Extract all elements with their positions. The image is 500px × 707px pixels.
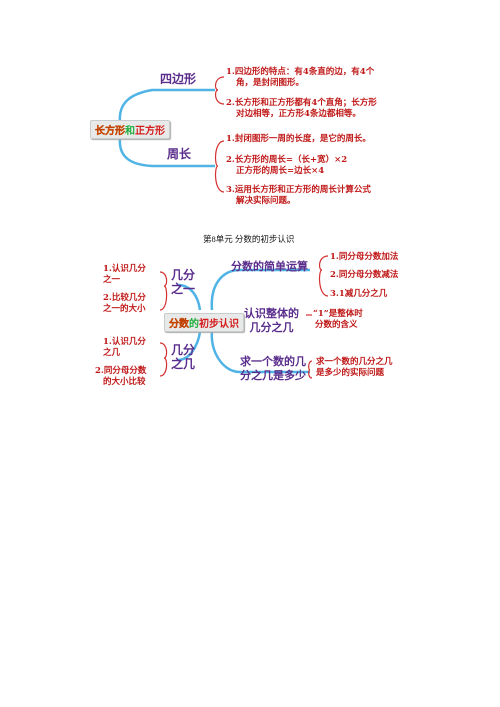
- center-part-2: 和: [125, 126, 135, 137]
- center2-part-2: 的: [189, 319, 199, 330]
- branch-one-of: 几分 之一: [171, 268, 195, 297]
- bracket-sides: [214, 76, 225, 105]
- perimeter-item-2: 2.长方形的周长=（长+宽）×2 正方形的周长=边长×4: [226, 155, 347, 176]
- branch-several-of-line-2: 之几: [171, 357, 196, 372]
- one-of-item-2: 2.比较几分 之一的大小: [103, 293, 146, 314]
- fraction-of-number-item: 求一个数的几分之几 是多少的实际问题: [316, 357, 393, 378]
- branch-several-of-line-1: 几分: [171, 343, 196, 357]
- branch-whole-fraction: 认识整体的 几分之几: [244, 307, 299, 335]
- sides-item-2: 2.长方形和正方形都有4个直角；长方形 对边相等，正方形4条边都相等。: [226, 98, 377, 119]
- bracket-one-of: [159, 271, 168, 311]
- center2-part-3: 初步认识: [199, 319, 239, 330]
- ops-item-3: 3.1减几分之几: [330, 289, 388, 299]
- perimeter-item-3-line-2: 解决实际问题。: [236, 195, 296, 206]
- bracket-ops: [318, 255, 329, 297]
- fraction-of-number-item-line-1: 求一个数的几分之几: [316, 357, 393, 367]
- several-of-item-1: 1.认识几分 之几: [103, 337, 146, 358]
- connector-one-of: [177, 283, 202, 311]
- branch-fraction-of-number: 求一个数的几 分之几是多少: [240, 355, 306, 383]
- center-node-fractions: 分数的初步认识: [164, 313, 244, 332]
- branch-several-of: 几分 之几: [171, 343, 195, 372]
- bracket-perimeter: [214, 140, 225, 193]
- branch-fraction-of-line-2: 分之几是多少: [240, 368, 306, 382]
- several-of-item-1-line-1: 1.认识几分: [103, 337, 146, 347]
- sides-item-2-line-1: 2.长方形和正方形都有4个直角；长方形: [226, 98, 377, 108]
- unit-title: 第8单元 分数的初步认识: [203, 234, 295, 244]
- bracket-several-of: [159, 342, 168, 377]
- connector-sides: [118, 88, 215, 123]
- several-of-item-2-line-2: 的大小比较: [103, 376, 146, 387]
- one-of-item-1-line-2: 之一: [103, 274, 121, 285]
- one-of-item-2-line-2: 之一的大小: [103, 303, 146, 314]
- ops-item-2: 2.同分母分数减法: [330, 270, 399, 280]
- whole-item-line-1: “1”是整体时: [313, 309, 363, 319]
- perimeter-item-3: 3.运用长方形和正方形的周长计算公式 解决实际问题。: [226, 185, 371, 206]
- center-node-shapes: 长方形和正方形: [90, 120, 170, 139]
- connector-several-of: [177, 331, 202, 362]
- one-of-item-1-line-1: 1.认识几分: [103, 264, 146, 274]
- whole-item-line-2: 分数的含义: [315, 319, 358, 330]
- fraction-of-number-item-line-2: 是多少的实际问题: [316, 367, 385, 378]
- one-of-item-2-line-1: 2.比较几分: [103, 293, 146, 303]
- center-part-3: 正方形: [135, 126, 165, 137]
- several-of-item-2: 2.同分母分数 的大小比较: [95, 366, 146, 387]
- one-of-item-1: 1.认识几分 之一: [103, 264, 146, 285]
- several-of-item-1-line-2: 之几: [103, 347, 121, 358]
- connector-perimeter: [118, 137, 215, 168]
- ops-item-1: 1.同分母分数加法: [330, 252, 399, 262]
- connector-ops: [210, 268, 310, 311]
- connector-fraction-of: [210, 331, 310, 374]
- perimeter-item-3-line-1: 3.运用长方形和正方形的周长计算公式: [226, 185, 371, 195]
- sides-item-2-line-2: 对边相等，正方形4条边都相等。: [236, 108, 361, 119]
- branch-one-of-line-1: 几分: [171, 268, 196, 282]
- sides-item-1-line-1: 1.四边形的特点：有4条直的边，有4个: [226, 67, 375, 77]
- perimeter-item-2-line-2: 正方形的周长=边长×4: [236, 165, 325, 176]
- sides-item-1-line-2: 角，是封闭图形。: [236, 77, 305, 88]
- branch-simple-operations: 分数的简单运算: [231, 260, 308, 273]
- perimeter-item-1-line-1: 1.封闭图形一周的长度，是它的周长。: [226, 134, 371, 144]
- center2-part-1: 分数: [169, 319, 189, 330]
- branch-quadrilateral: 四边形: [160, 72, 197, 86]
- branch-fraction-of-line-1: 求一个数的几: [240, 355, 306, 368]
- whole-item: “1”是整体时 分数的含义: [313, 309, 363, 330]
- sides-item-1: 1.四边形的特点：有4条直的边，有4个 角，是封闭图形。: [226, 67, 374, 88]
- several-of-item-2-line-1: 2.同分母分数: [95, 366, 147, 376]
- branch-whole-line-2: 几分之几: [249, 320, 294, 334]
- branch-perimeter: 周长: [167, 147, 192, 161]
- bracket-fraction-of: [308, 360, 313, 379]
- center-part-1: 长方形: [95, 126, 125, 137]
- perimeter-item-1: 1.封闭图形一周的长度，是它的周长。: [226, 134, 371, 145]
- perimeter-item-2-line-1: 2.长方形的周长=（长+宽）×2: [226, 155, 348, 165]
- branch-one-of-line-2: 之一: [171, 282, 196, 297]
- branch-whole-line-1: 认识整体的: [244, 307, 299, 320]
